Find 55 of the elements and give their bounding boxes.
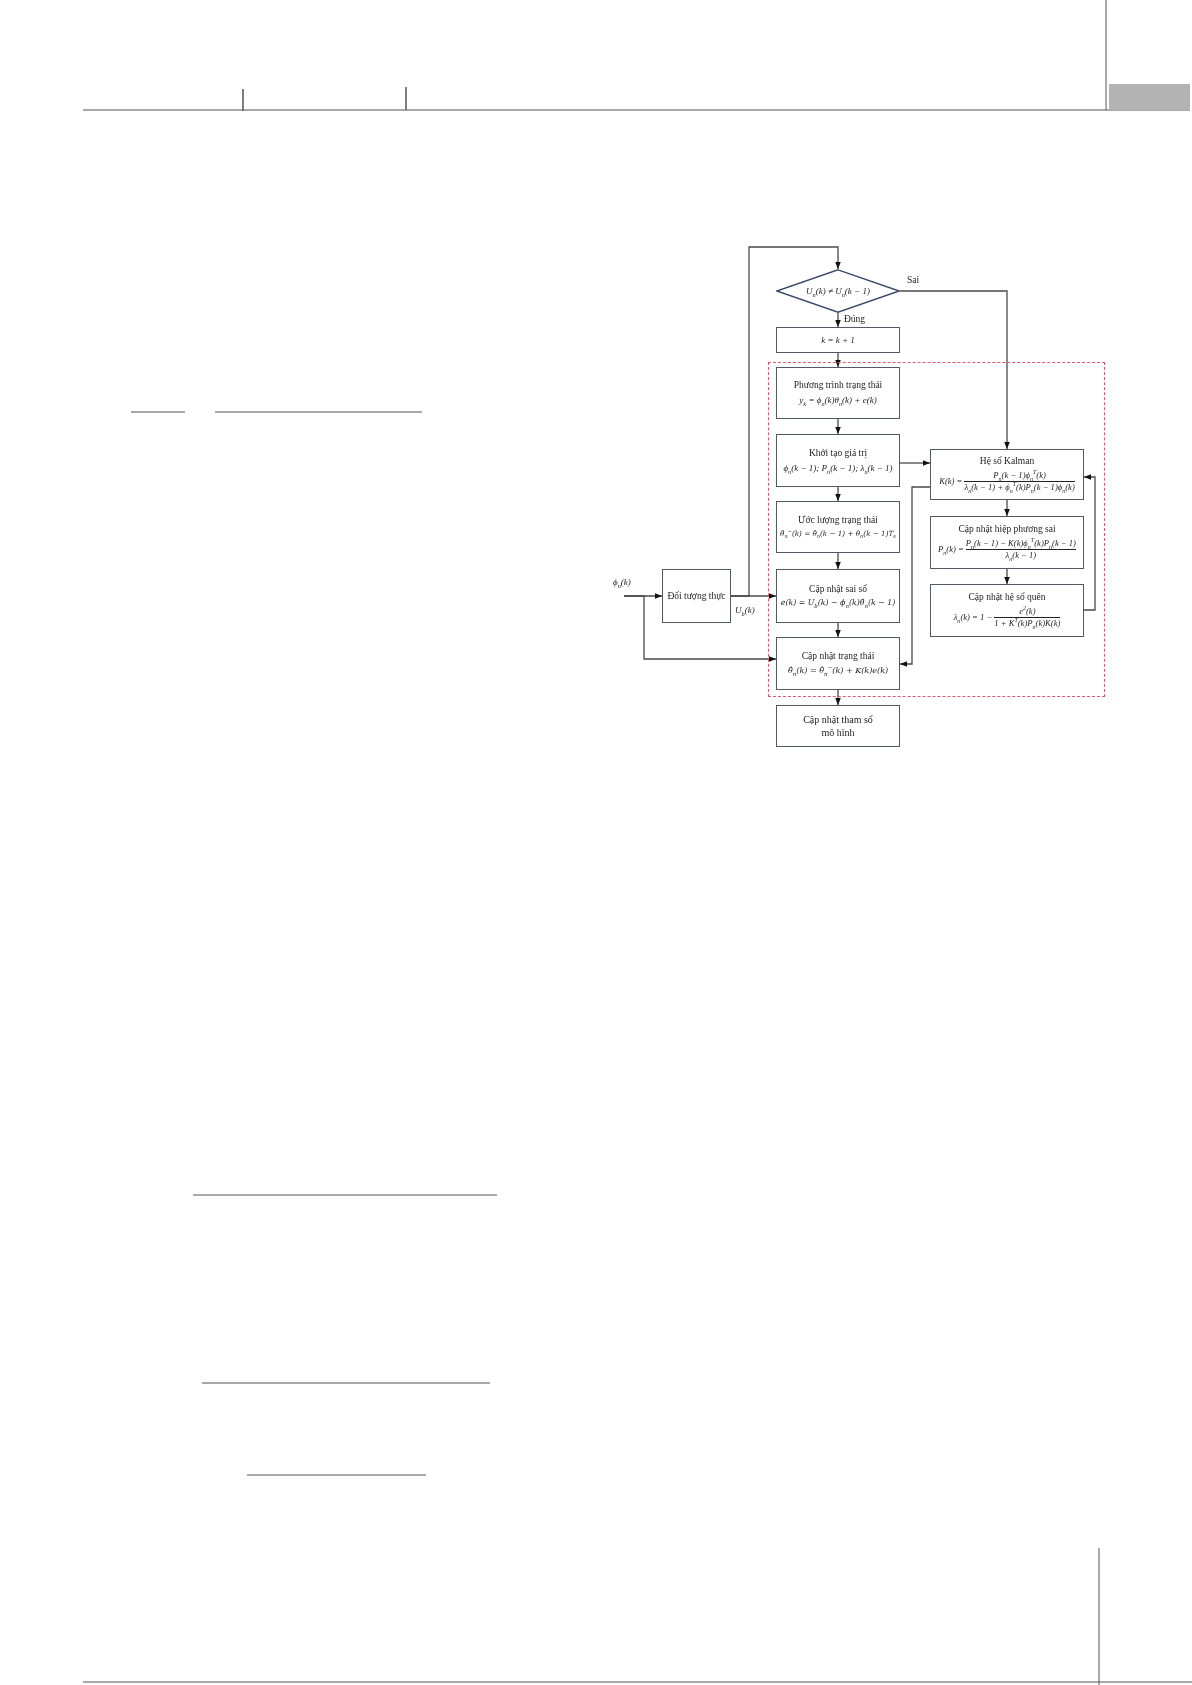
edge-label: U$_{b}$(k) (734, 605, 756, 616)
formula-denominator: 1 + K$^{T}$(k)P$_{n}$(k)K(k) (994, 619, 1061, 629)
process-box (930, 584, 1084, 637)
formula: θ̂$_{n}$(k) = θ̂$_{n}$$^{−}$(k) + K(k)e(k) (787, 666, 889, 676)
process-box (776, 327, 900, 353)
arrow (1004, 499, 1010, 517)
box-title: Đối tượng thực (667, 590, 726, 602)
arrow (899, 290, 1010, 450)
formula: λ$_{n}$(k) = 1 − (953, 613, 993, 623)
box-title: Cập nhật tham số mô hình (802, 712, 874, 740)
formula: k = k + 1 (821, 334, 855, 346)
box-title: Cập nhật hiệp phương sai (958, 524, 1056, 535)
dashed-frame (768, 362, 1105, 697)
process-box (776, 569, 900, 623)
arrow (835, 352, 841, 368)
process-box (776, 705, 900, 747)
box-title: Cập nhật hệ số quên (968, 592, 1046, 603)
process-box (776, 637, 900, 690)
process-box (930, 516, 1084, 569)
formula-numerator: e$^{2}$(k) (1019, 607, 1036, 617)
arrow (835, 689, 841, 706)
arrow (835, 622, 841, 638)
formula-denominator: λ$_{n}$(k − 1) (1005, 551, 1037, 561)
arrow (623, 595, 777, 662)
process-box (662, 569, 731, 623)
arrow (835, 312, 841, 328)
box-title: Phương trình trạng thái (793, 380, 883, 392)
process-box (776, 501, 900, 553)
process-box (930, 449, 1084, 500)
arrow (899, 460, 931, 466)
arrow (1004, 568, 1010, 585)
formula-numerator: P$_{n}$(k − 1) − K(k)ϕ$_{n}$$^{T}$(k)P$_{n}$(k − 1) (965, 539, 1076, 549)
process-box (776, 367, 900, 419)
formula: K(k) = (939, 477, 963, 487)
formula-numerator: P$_{n}$(k − 1)ϕ$_{n}$$^{T}$(k) (993, 471, 1046, 481)
edge-label: Đúng (843, 314, 867, 325)
formula: P$_{n}$(k) = (938, 545, 964, 555)
signal-label: ϕ$_{n}$(k) (613, 577, 631, 587)
edge-label: Sai (906, 275, 921, 286)
box-title: Khởi tạo giá trị (808, 447, 868, 459)
box-title: Cập nhật trạng thái (801, 651, 875, 663)
formula: ϕ$_{n}$(k − 1); P$_{n}$(k − 1); λ$_{n}$(k − 1) (783, 462, 893, 474)
condition-formula: U$_{n}$(k) ≠ U$_{n}$(k − 1) (806, 285, 870, 297)
formula-denominator: λ$_{n}$(k − 1) + ϕ$_{n}$$^{T}$(k)P$_{n}$(k − 1)ϕ$_{n}$(k) (964, 483, 1075, 493)
arrow (1083, 474, 1096, 611)
arrow (835, 486, 841, 502)
box-title: Ước lượng trạng thái (798, 515, 878, 527)
box-title: Cập nhật sai số (809, 584, 867, 595)
formula: y$_{k}$ = ϕ$_{n}$(k)θ$_{n}$(k) + e(k) (799, 395, 877, 406)
box-title: Hệ số Kalman (979, 456, 1035, 467)
arrow (899, 486, 931, 667)
arrow (730, 246, 841, 597)
arrow (835, 418, 841, 435)
process-box (776, 434, 900, 487)
arrow (835, 552, 841, 570)
